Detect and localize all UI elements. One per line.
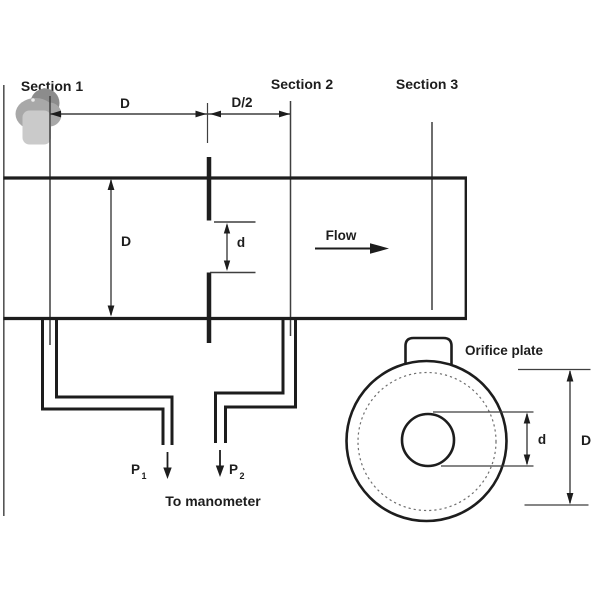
p2-subscript: 2 xyxy=(240,471,245,481)
hand-cursor-icon xyxy=(15,88,62,145)
front-d-dimension: d xyxy=(433,411,546,467)
arrowhead-down xyxy=(566,493,574,505)
arrowhead-down xyxy=(223,260,231,271)
p1-tube-inner-wall xyxy=(55,318,174,445)
plate-handle-tab xyxy=(404,336,453,365)
section-1-label: Section 1 xyxy=(21,78,83,94)
arrowhead-right xyxy=(279,110,290,118)
arrowhead-up xyxy=(223,223,231,234)
front-hole-diameter-label: d xyxy=(538,432,546,447)
pressure-tap-p2: P 2 xyxy=(214,318,297,481)
arrowhead-up xyxy=(566,370,574,382)
arrowhead-up xyxy=(107,179,115,190)
arrowhead-left xyxy=(50,110,61,118)
cursor-blob-light xyxy=(22,110,51,145)
orifice-diameter-dimension: d xyxy=(210,221,256,274)
arrowhead-mid-right xyxy=(195,110,207,118)
pipe-diameter-dimension: D xyxy=(107,179,131,317)
p1-label: P xyxy=(131,462,140,477)
orifice-plate-front-view: Orifice plate d D xyxy=(345,336,591,523)
section-lines xyxy=(49,96,433,345)
front-pipe-diameter-label: D xyxy=(581,432,591,448)
orifice-hole-circle xyxy=(400,412,456,468)
front-D-dimension: D xyxy=(518,368,591,506)
p1-tube-outer-wall xyxy=(41,318,165,445)
arrowhead-up xyxy=(523,412,531,424)
cursor-highlight-dot xyxy=(31,98,35,102)
section-2-label: Section 2 xyxy=(271,76,333,92)
p1-arrowhead xyxy=(163,467,172,479)
top-dimension: D D/2 xyxy=(50,95,290,143)
pipe-outline xyxy=(3,176,467,321)
arrowhead-down xyxy=(107,305,115,317)
p2-tube-inner-wall xyxy=(224,318,297,443)
dim-D-label: D xyxy=(120,96,130,111)
manometer-caption: To manometer xyxy=(165,493,261,509)
pipe-bore-dashed-circle xyxy=(357,371,497,512)
pressure-tap-p1: P 1 xyxy=(41,318,174,481)
flow-arrowhead xyxy=(370,243,389,254)
pipe-diameter-label: D xyxy=(121,233,131,249)
flow-arrow: Flow xyxy=(315,228,389,254)
section-3-label: Section 3 xyxy=(396,76,458,92)
p1-subscript: 1 xyxy=(142,471,147,481)
p2-label: P xyxy=(229,462,238,477)
arrowhead-down xyxy=(523,454,531,466)
arrowhead-mid-left xyxy=(210,110,221,118)
orifice-plate-label: Orifice plate xyxy=(465,343,544,358)
p2-tube-outer-wall xyxy=(214,318,285,443)
flow-label: Flow xyxy=(326,228,357,243)
dim-D-half-label: D/2 xyxy=(231,95,252,110)
p2-arrowhead xyxy=(215,465,225,477)
section-labels: Section 1 Section 2 Section 3 xyxy=(21,76,458,94)
plate-outer-circle xyxy=(345,359,508,523)
orifice-diameter-label: d xyxy=(237,235,245,250)
